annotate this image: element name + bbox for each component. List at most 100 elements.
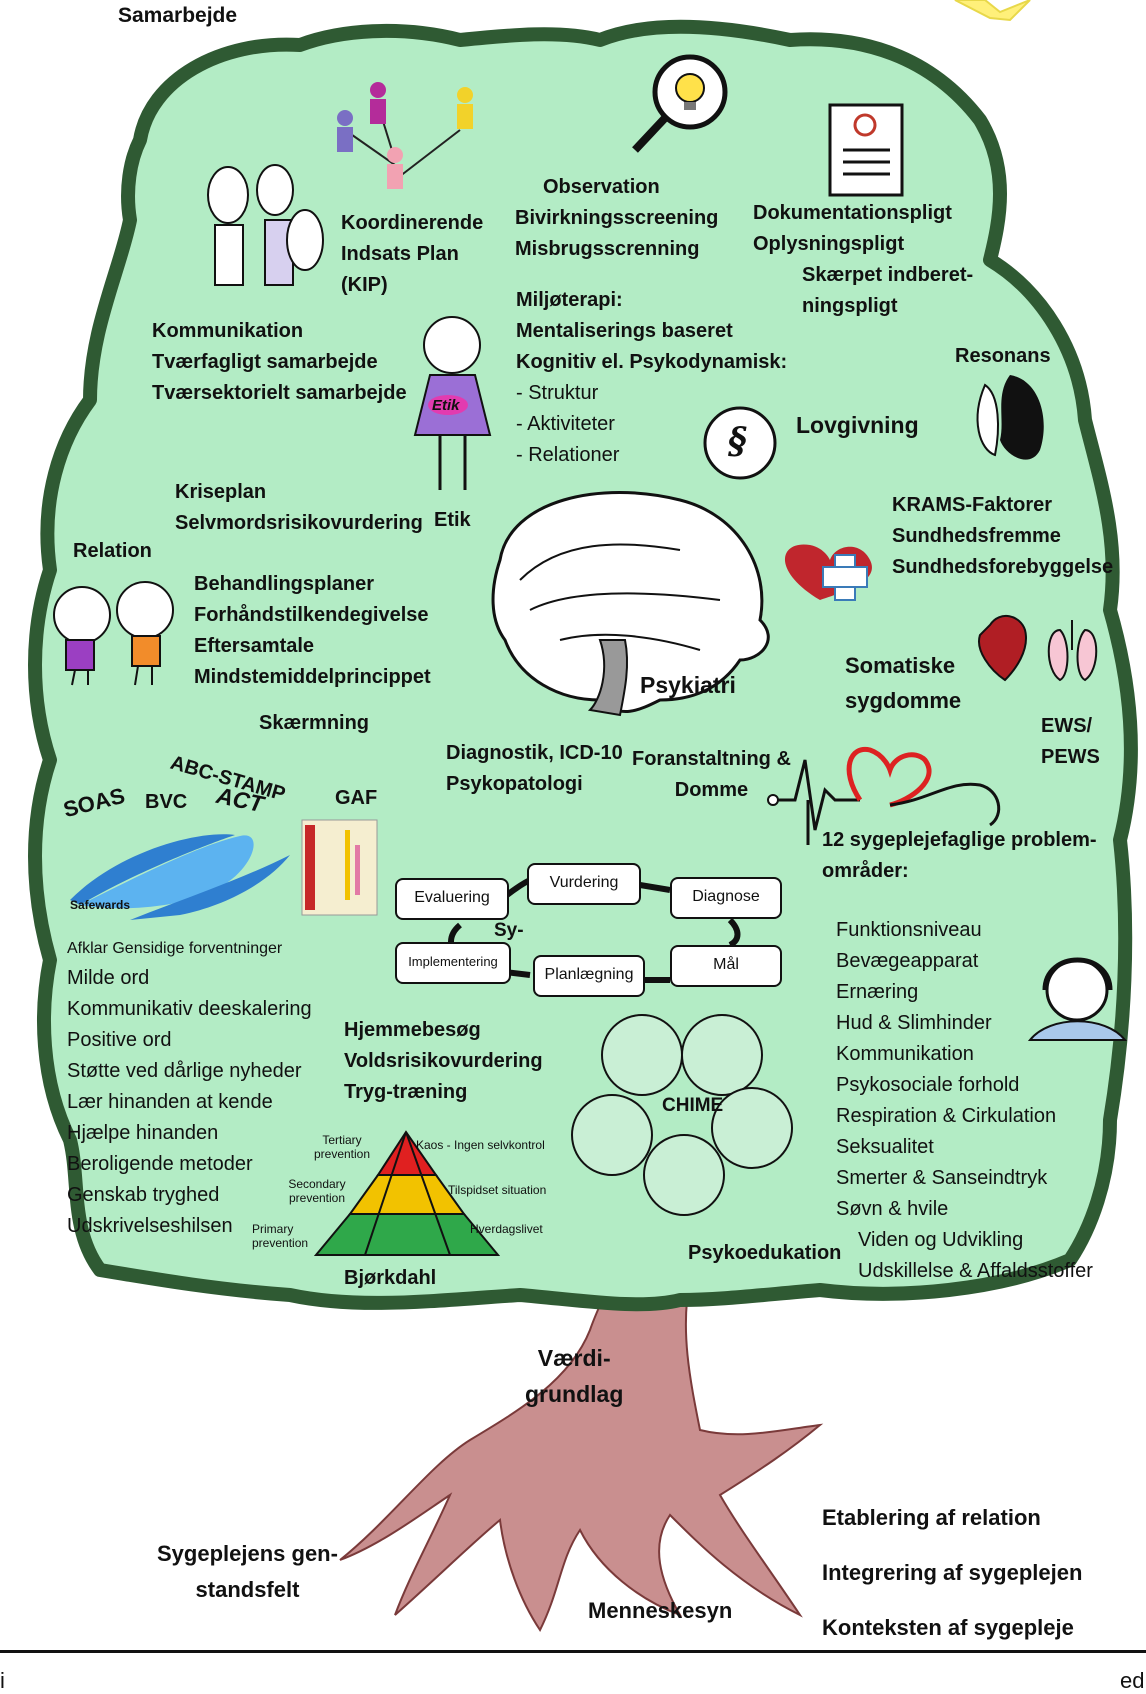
observation-line-2: Bivirkningsscreening — [515, 207, 719, 229]
foranstaltning-line-2: Domme — [674, 779, 749, 801]
psykiatri-label: Psykiatri — [640, 672, 736, 698]
safewards-item: Beroligende metoder — [67, 1153, 253, 1175]
magnifier-lightbulb-icon — [632, 54, 728, 153]
problem-title-line-1: 12 sygeplejefaglige problem- — [822, 829, 1097, 851]
kip-block: Koordinerende Indsats Plan (KIP) — [341, 208, 483, 301]
pyramid-mid-right-label: Tilspidset situation — [448, 1183, 547, 1197]
chime-label: CHIME — [662, 1095, 724, 1116]
safewards-list: Milde ord Kommunikativ deeskalering Posi… — [67, 963, 312, 1242]
problem-area-item: Seksualitet — [836, 1136, 934, 1158]
behandling-line: Mindstemiddelprincippet — [194, 666, 431, 688]
process-node-evaluering: Evaluering — [395, 878, 509, 920]
pyramid-secondary-label: Secondary prevention — [288, 1177, 346, 1205]
krams-line-3: Sundhedsforebyggelse — [892, 556, 1114, 578]
process-node-diagnose: Diagnose — [670, 877, 782, 919]
hjemmebesog-block: Hjemmebesøg Voldsrisikovurdering Tryg-tr… — [344, 1015, 543, 1108]
safewards-logo — [70, 834, 290, 920]
header-samarbejde: Samarbejde — [118, 4, 238, 27]
safewards-item: Hjælpe hinanden — [67, 1122, 219, 1144]
roots-right-item: Konteksten af sygepleje — [822, 1615, 1074, 1640]
problem-area-list: Funktionsniveau Bevægeapparat Ernæring H… — [836, 915, 1093, 1287]
communication-line-1: Kommunikation — [152, 320, 304, 342]
problem-area-item: Psykosociale forhold — [836, 1074, 1020, 1096]
behandling-block: Behandlingsplaner Forhåndstilkendegivels… — [194, 569, 431, 693]
tree-trunk — [339, 1213, 824, 1632]
footer-left-text: i — [0, 1668, 5, 1693]
document-icon — [828, 103, 904, 197]
process-node-implementering: Implementering — [395, 942, 511, 984]
foranstaltning-block: Foranstaltning & Domme — [632, 744, 791, 806]
miljo-list-item: - Relationer — [516, 444, 620, 466]
safewards-item: Genskab tryghed — [67, 1184, 220, 1206]
observation-block: Observation Bivirkningsscreening Misbrug… — [515, 172, 718, 265]
resonans-label: Resonans — [955, 345, 1051, 367]
lovgivning-label: Lovgivning — [796, 412, 919, 438]
etik-badge: Etik — [432, 397, 460, 414]
somatiske-block: Somatiske sygdomme — [845, 648, 961, 718]
safewards-item: Positive ord — [67, 1029, 172, 1051]
paragraph-symbol: § — [728, 420, 747, 462]
footer-right-text: ed — [1120, 1668, 1145, 1693]
relation-label: Relation — [73, 540, 152, 562]
problem-area-item: Hud & Slimhinder — [836, 1012, 992, 1034]
documentation-block: Dokumentationspligt Oplysningspligt — [753, 198, 952, 260]
ews-line-2: PEWS — [1041, 746, 1100, 768]
problem-area-item: Respiration & Cirkulation — [836, 1105, 1057, 1127]
process-node-vurdering: Vurdering — [527, 863, 641, 905]
ews-block: EWS/ PEWS — [1041, 711, 1100, 773]
miljo-line-2: Mentaliserings baseret — [516, 320, 733, 342]
kip-line-2: Indsats Plan — [341, 243, 459, 265]
miljo-block: Miljøterapi: Mentaliserings baseret Kogn… — [516, 285, 787, 378]
miljo-list: - Struktur - Aktiviteter - Relationer — [516, 378, 619, 471]
diagnostik-line-1: Diagnostik, ICD-10 — [446, 742, 623, 764]
problem-area-item: Søvn & hvile — [836, 1198, 949, 1220]
pyramid-primary-label: Primary prevention — [252, 1222, 309, 1250]
problem-area-item: Bevægeapparat — [836, 950, 979, 972]
indberet-line-2: ningspligt — [802, 295, 898, 317]
skaermning-label: Skærmning — [259, 712, 370, 734]
miljo-list-item: - Struktur — [516, 382, 599, 404]
krams-line-1: KRAMS-Faktorer — [892, 494, 1053, 516]
law-paragraph-icon — [703, 406, 777, 480]
indberet-block: Skærpet indberet- ningspligt — [802, 260, 973, 322]
process-center-label: Sy- — [494, 920, 524, 941]
people-talking-icon — [207, 164, 324, 286]
krams-block: KRAMS-Faktorer Sundhedsfremme Sundhedsfo… — [892, 490, 1113, 583]
problem-title: 12 sygeplejefaglige problem- områder: — [822, 825, 1097, 887]
etik-label: Etik — [434, 509, 471, 531]
trunk-line-2: grundlag — [525, 1381, 624, 1407]
ecg-heart-stethoscope-icon — [767, 746, 1001, 845]
safewards-small-item: Afklar Gensidige forventninger — [67, 940, 283, 957]
roots-left-line-1: Sygeplejens gen- — [157, 1541, 338, 1566]
observation-title: Observation — [543, 176, 660, 198]
communication-block: Kommunikation Tværfagligt samarbejde Tvæ… — [152, 316, 407, 409]
nurse-headset-icon — [1027, 957, 1128, 1041]
diagnostik-block: Diagnostik, ICD-10 Psykopatologi — [446, 738, 623, 800]
heart-plus-icon — [785, 544, 872, 601]
problem-area-item: Ernæring — [836, 981, 919, 1003]
trunk-label: Værdi- grundlag — [525, 1340, 623, 1412]
hjemmebesog-line: Voldsrisikovurdering — [344, 1050, 543, 1072]
etik-figure — [413, 316, 492, 490]
miljo-list-item: - Aktiviteter — [516, 413, 615, 435]
communication-line-3: Tværsektorielt samarbejde — [152, 382, 407, 404]
kip-line-3: (KIP) — [341, 274, 388, 296]
foranstaltning-line-1: Foranstaltning & — [632, 748, 791, 770]
gaf-scale-image — [301, 819, 378, 916]
indberet-line-1: Skærpet indberet- — [802, 264, 974, 286]
roots-left-line-2: standsfelt — [195, 1577, 300, 1602]
krams-line-2: Sundhedsfremme — [892, 525, 1061, 547]
heart-organ-icon — [978, 615, 1027, 682]
safewards-item: Milde ord — [67, 967, 150, 989]
krise-block: Kriseplan Selvmordsrisikovurdering — [175, 477, 423, 539]
safewards-label: Safewards — [70, 898, 131, 912]
ews-line-1: EWS/ — [1041, 715, 1093, 737]
observation-line-3: Misbrugsscrenning — [515, 238, 700, 260]
gaf-label: GAF — [335, 787, 378, 809]
problem-area-item: Funktionsniveau — [836, 919, 982, 941]
behandling-line: Eftersamtale — [194, 635, 315, 657]
roots-right-item: Integrering af sygeplejen — [822, 1560, 1083, 1585]
problem-area-item: Udskillelse & Affaldsstoffer — [858, 1260, 1093, 1282]
safewards-item: Lær hinanden at kende — [67, 1091, 273, 1113]
somatiske-line-2: sygdomme — [845, 688, 962, 713]
